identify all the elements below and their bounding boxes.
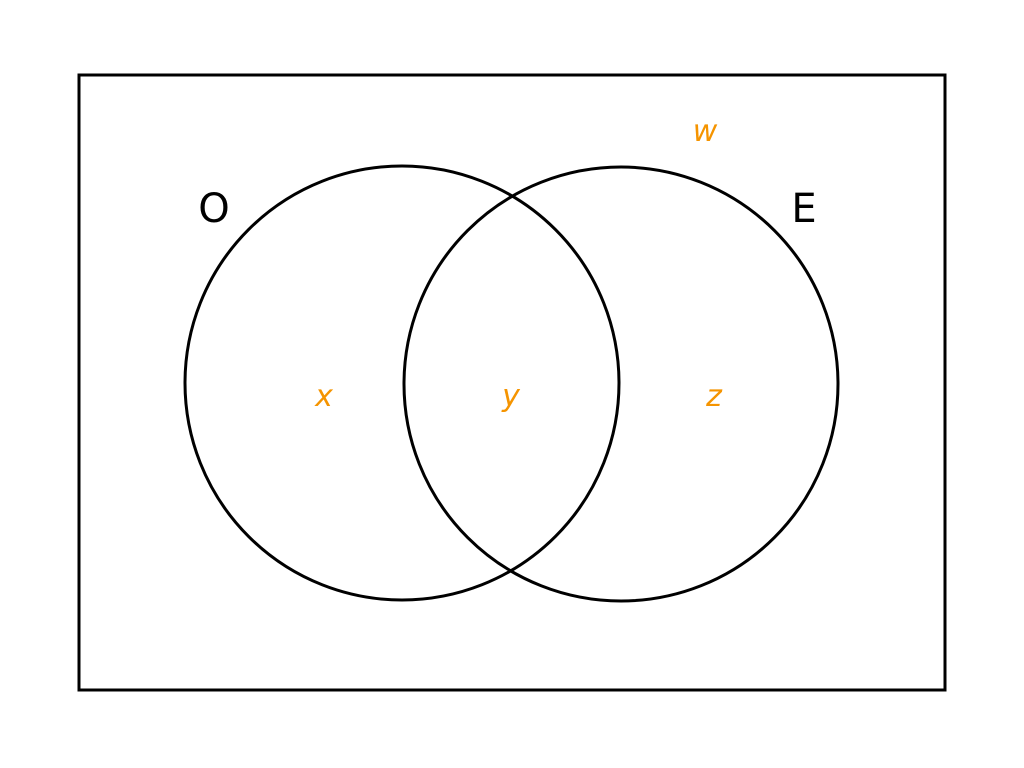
set-o-circle: [183, 164, 621, 602]
region-right-only-label: z: [705, 379, 723, 414]
region-outside-label: w: [693, 114, 718, 149]
region-intersection-label: y: [501, 379, 521, 414]
set-e-label: E: [791, 186, 816, 232]
universe-rectangle: [77, 73, 947, 692]
set-e-circle: [402, 165, 840, 603]
region-left-only-label: x: [314, 379, 333, 414]
set-o-label: O: [198, 186, 229, 232]
